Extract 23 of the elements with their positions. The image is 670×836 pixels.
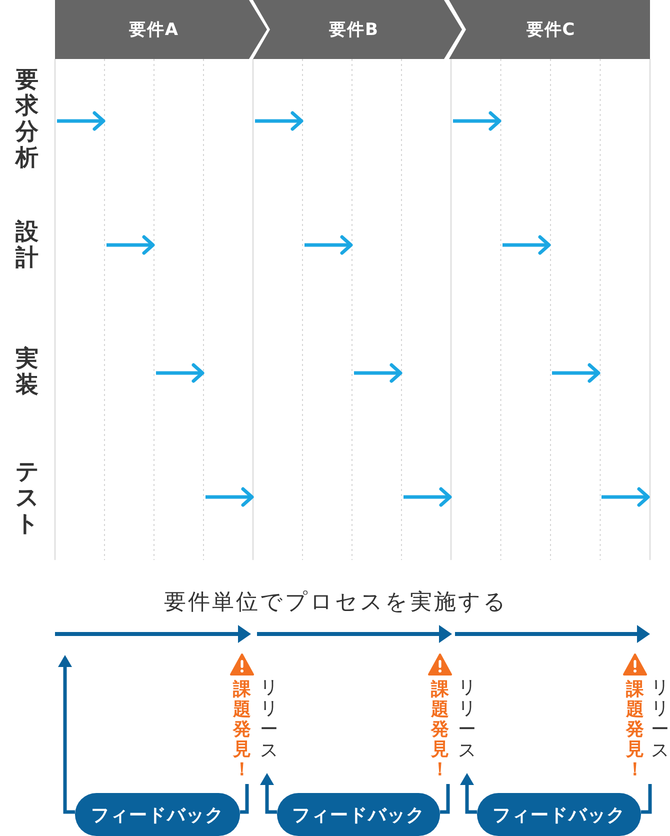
connector-line [240,784,249,814]
release-label: リリース [458,677,476,761]
feedback-arrow [460,773,477,814]
requirement-title: 要件A [128,19,180,40]
feedback-arrow [58,655,75,814]
requirement-title: 要件C [526,19,576,40]
section-heading: 要件単位でプロセスを実施する [164,591,508,616]
feedback-tag: フィードバック [477,793,641,836]
issue-found-label: 課題発見！ [233,680,251,780]
connector-line [641,784,652,814]
phase-label: 設計 [16,219,38,271]
phase-label: テスト [16,459,38,537]
feedback-tag: フィードバック [75,793,240,836]
release-label: リリース [651,677,669,761]
release-label: リリース [260,677,278,761]
issue-found-label: 課題発見！ [626,680,644,780]
phase-label: 要求分析 [16,67,38,171]
connector-line [440,784,450,814]
feedback-arrow [260,773,277,814]
requirement-title: 要件B [329,19,379,40]
phase-label: 実装 [16,346,38,398]
issue-found-label: 課題発見！ [431,680,449,780]
feedback-tag: フィードバック [277,793,440,836]
